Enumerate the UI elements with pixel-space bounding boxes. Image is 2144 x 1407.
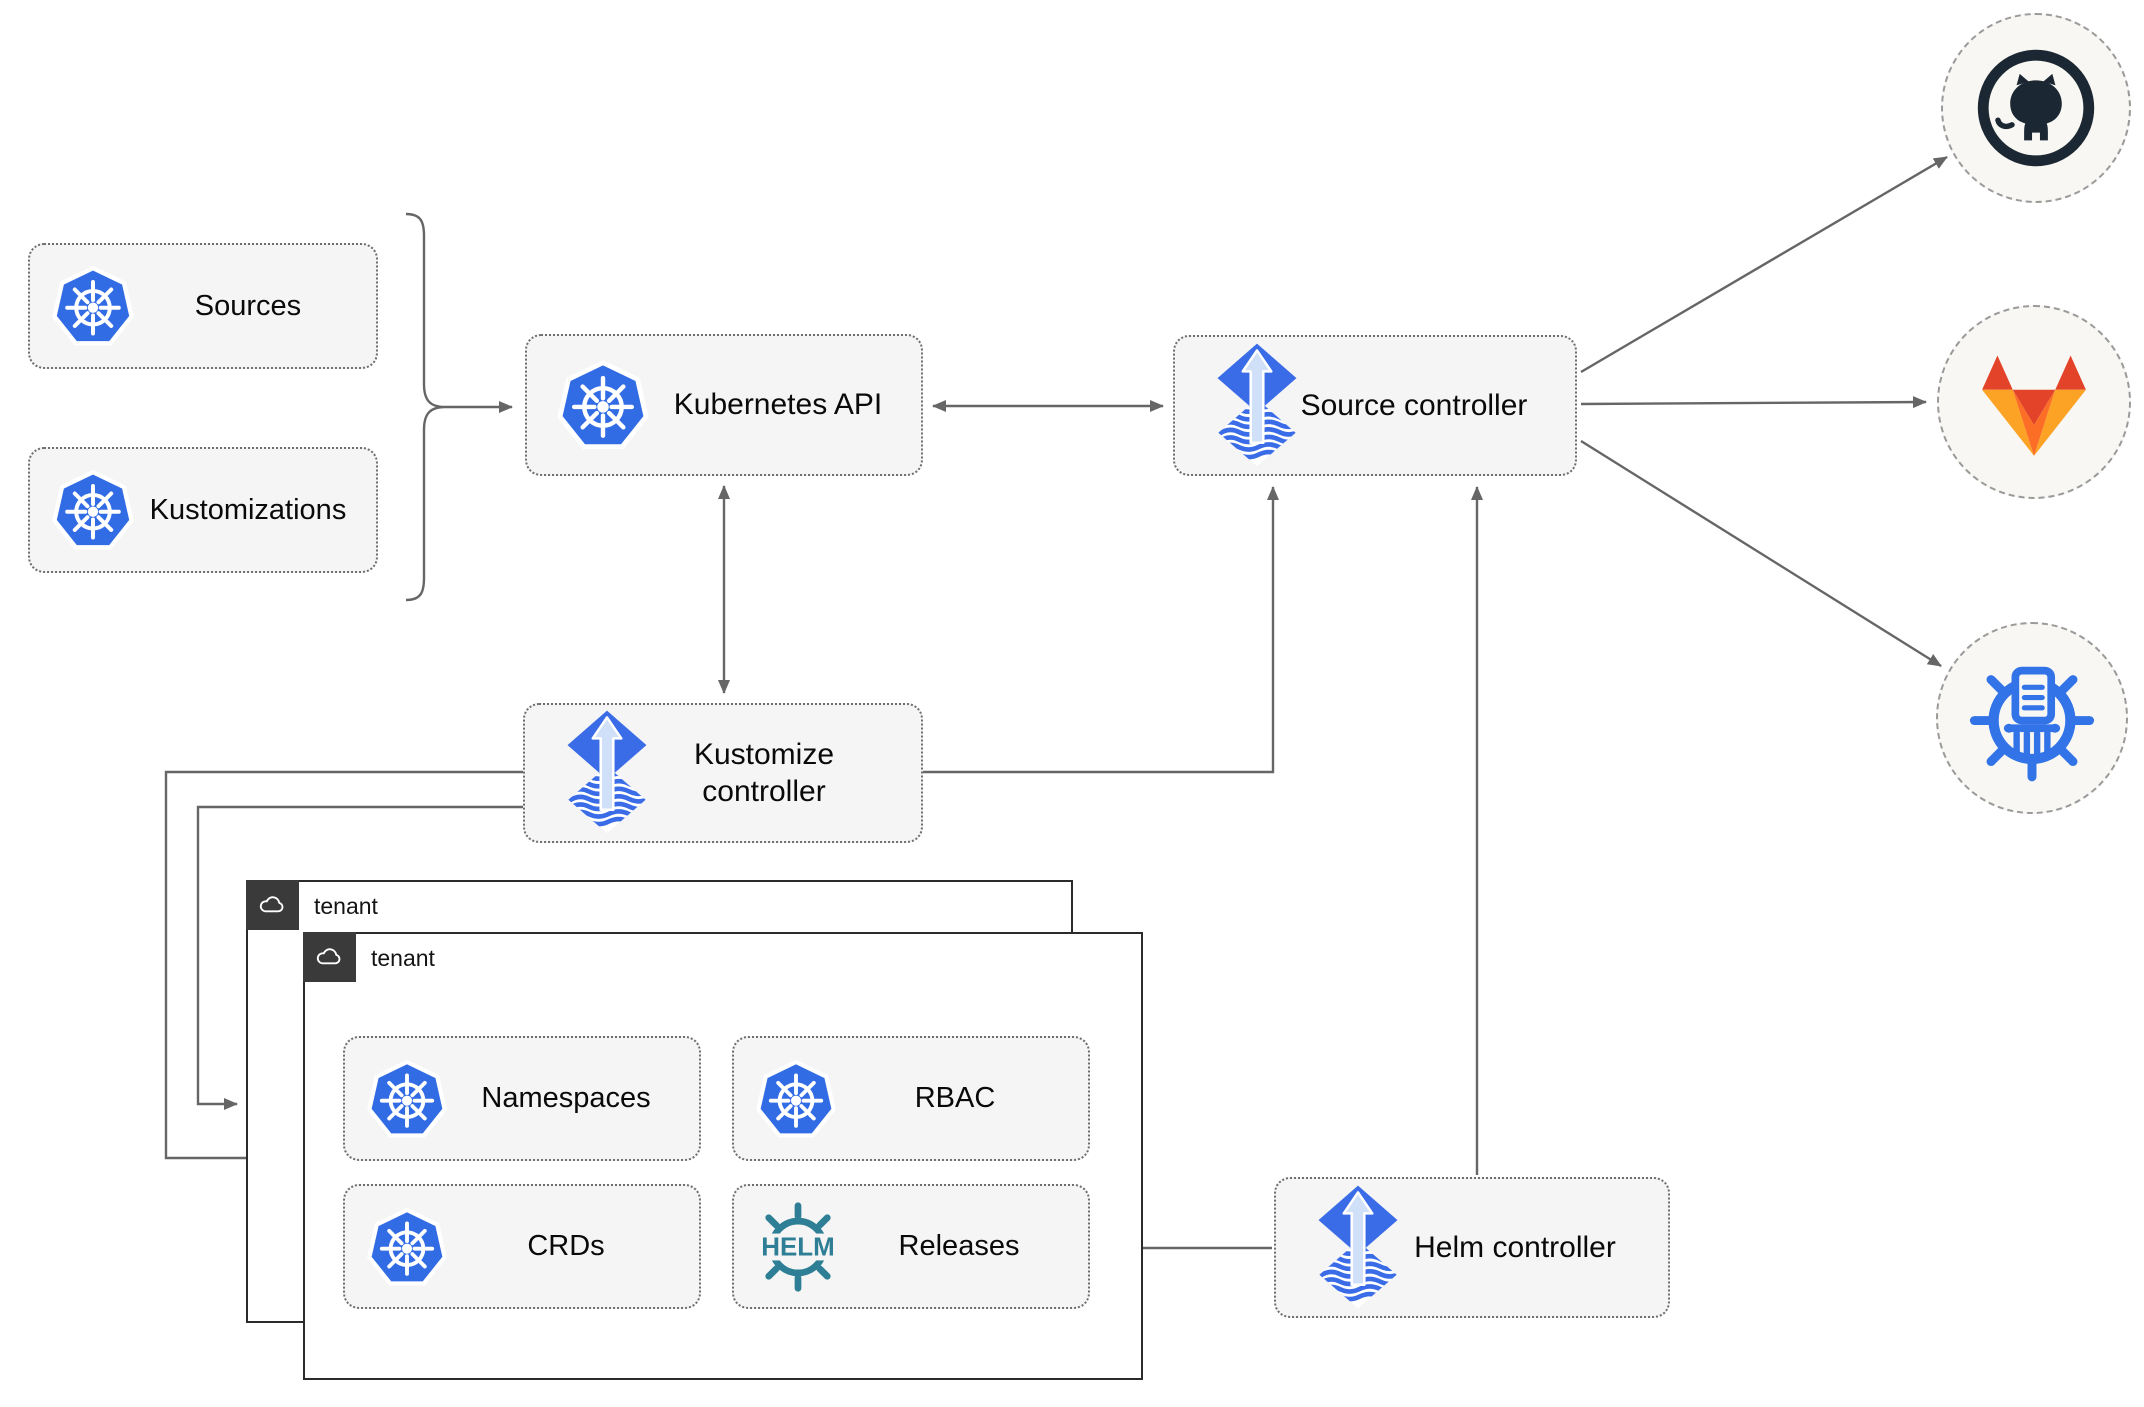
namespaces-node[interactable]: Namespaces [343, 1036, 701, 1161]
releases-node[interactable]: HELM Releases [732, 1184, 1090, 1309]
gitlab-icon [1975, 352, 2093, 458]
namespaces-label: Namespaces [481, 1082, 651, 1115]
kubernetes-icon [555, 357, 651, 453]
flux-icon [565, 709, 649, 837]
sources-node[interactable]: Sources [28, 243, 378, 369]
helm-icon: HELM [750, 1199, 846, 1295]
source-controller-label: Source controller [1300, 388, 1528, 422]
svg-text:HELM: HELM [761, 1233, 834, 1261]
releases-label: Releases [898, 1230, 1020, 1263]
kustomize-controller-node[interactable]: Kustomize controller [523, 703, 923, 843]
crds-node[interactable]: CRDs [343, 1184, 701, 1309]
tenant-label: tenant [371, 945, 435, 971]
cloud-icon [245, 879, 299, 930]
rbac-label: RBAC [914, 1082, 996, 1115]
rbac-node[interactable]: RBAC [732, 1036, 1090, 1161]
github-icon [1976, 48, 2096, 168]
helm-controller-label: Helm controller [1414, 1230, 1616, 1264]
source-controller-node[interactable]: Source controller [1173, 335, 1577, 476]
kubernetes-api-label: Kubernetes API [673, 388, 883, 422]
edge-source-controller-to-gitlab [1580, 396, 1927, 409]
sources-label: Sources [194, 289, 302, 322]
helm-controller-node[interactable]: Helm controller [1274, 1177, 1670, 1318]
kubernetes-icon [754, 1057, 838, 1141]
edge-source-controller-to-github [1580, 155, 1948, 374]
gitlab-remote[interactable] [1937, 305, 2131, 499]
github-remote[interactable] [1941, 13, 2131, 203]
kustomizations-label: Kustomizations [149, 493, 347, 526]
edge-source-controller-to-registry [1580, 439, 1942, 668]
kubernetes-icon [50, 467, 136, 553]
kubernetes-icon [365, 1205, 449, 1289]
flux-icon [1215, 342, 1299, 470]
kustomizations-node[interactable]: Kustomizations [28, 447, 378, 573]
registry-remote[interactable] [1936, 622, 2128, 814]
kubernetes-icon [365, 1057, 449, 1141]
kubernetes-api-node[interactable]: Kubernetes API [525, 334, 923, 476]
tenant-label: tenant [314, 893, 378, 919]
crds-label: CRDs [527, 1230, 605, 1263]
kustomize-controller-label: Kustomize controller [693, 737, 835, 809]
cloud-icon [302, 931, 356, 982]
edge-kustomize-to-source-controller [923, 486, 1279, 774]
registry-icon [1968, 654, 2096, 782]
flux-icon [1316, 1184, 1400, 1312]
kubernetes-icon [50, 263, 136, 349]
edge-bracket-sources-group [405, 212, 446, 602]
